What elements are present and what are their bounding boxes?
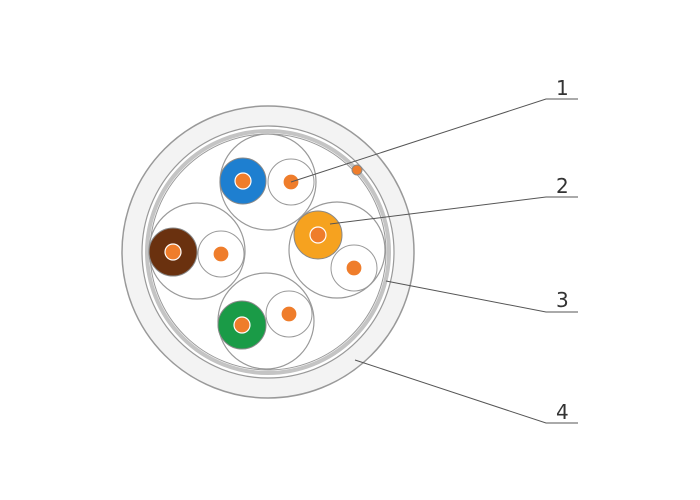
twisted-pair-green xyxy=(217,272,315,370)
brown-white-wire-conductor xyxy=(212,245,230,263)
green-white-wire-conductor xyxy=(280,305,298,323)
drain-wire xyxy=(351,164,363,176)
callout-number-2: 2 xyxy=(556,174,569,198)
green-wire-conductor xyxy=(233,316,251,334)
leader-line-1 xyxy=(290,98,578,183)
orange-wire-conductor xyxy=(309,226,327,244)
twisted-pair-blue xyxy=(219,133,317,231)
orange-white-wire-conductor xyxy=(345,259,363,277)
callout-number-3: 3 xyxy=(556,288,569,312)
leader-line-4 xyxy=(354,359,578,424)
leader-line-3 xyxy=(385,280,578,313)
leader-line-2 xyxy=(329,196,578,225)
blue-wire-conductor xyxy=(234,172,252,190)
shield-ring xyxy=(145,129,391,375)
twisted-pair-orange xyxy=(288,201,386,299)
callout-number-4: 4 xyxy=(556,400,569,424)
brown-wire-conductor xyxy=(164,243,182,261)
callout-number-1: 1 xyxy=(556,76,569,100)
twisted-pair-brown xyxy=(148,202,246,300)
